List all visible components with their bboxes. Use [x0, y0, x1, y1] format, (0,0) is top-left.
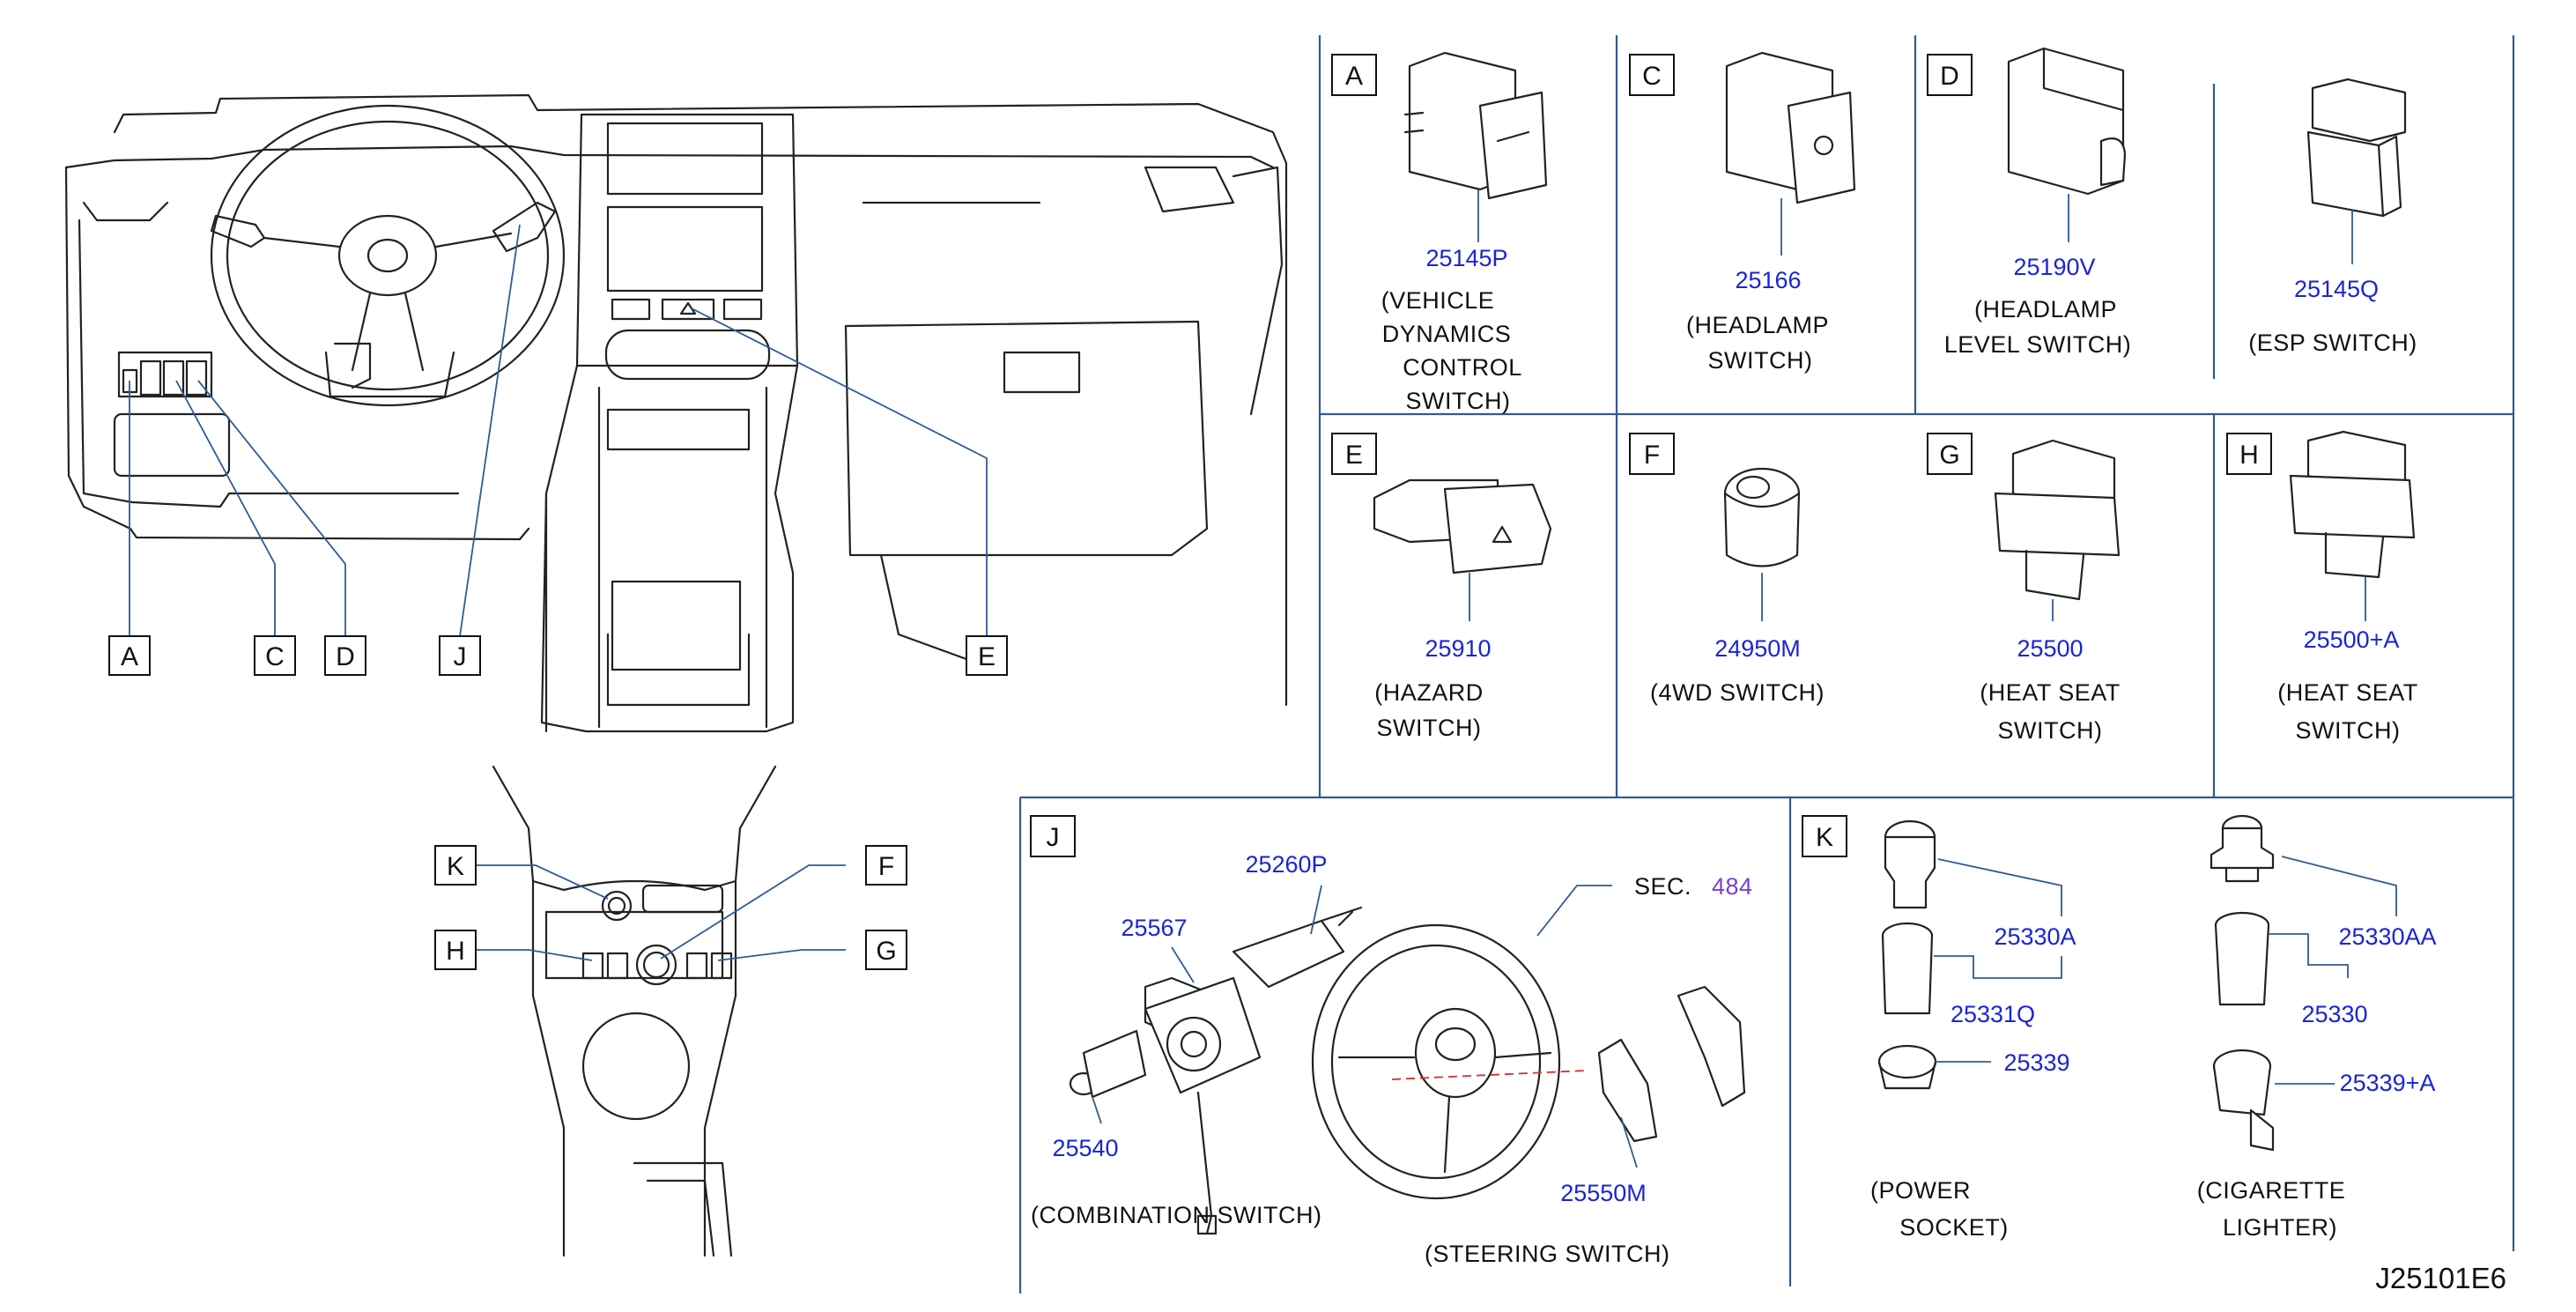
panel-k: K 25330A 25331Q 25339 25330AA [1802, 814, 2437, 1241]
svg-text:SWITCH): SWITCH) [2296, 717, 2401, 744]
svg-text:C: C [265, 642, 285, 671]
svg-text:G: G [1939, 441, 1959, 470]
svg-text:CONTROL: CONTROL [1403, 354, 1522, 381]
svg-text:G: G [876, 937, 896, 966]
vehicle-dynamics-switch-illustration [1403, 51, 1548, 200]
figure-code: J25101E6 [2375, 1262, 2506, 1294]
callout-f: F [865, 845, 907, 886]
svg-text:(HAZARD: (HAZARD [1374, 679, 1484, 706]
svg-text:25567: 25567 [1121, 915, 1187, 941]
svg-text:E: E [978, 642, 996, 671]
panel-g: G 25500 (HEAT SEAT SWITCH) [1927, 433, 2121, 744]
svg-text:E: E [1345, 441, 1363, 470]
4wd-switch-illustration [1723, 467, 1801, 567]
panel-c: C 25166 (HEADLAMP SWITCH) [1629, 51, 1856, 374]
dashboard-leaders [129, 224, 988, 637]
callout-j: J [439, 635, 481, 676]
panel-f: F 24950M (4WD SWITCH) [1629, 433, 1825, 706]
callout-c: C [254, 635, 296, 676]
svg-text:(HEAT SEAT: (HEAT SEAT [2277, 679, 2418, 706]
svg-text:(ESP SWITCH): (ESP SWITCH) [2248, 330, 2417, 356]
heat-seat-switch-h-illustration [2289, 430, 2416, 579]
svg-text:LIGHTER): LIGHTER) [2223, 1214, 2337, 1241]
svg-text:25550M: 25550M [1560, 1180, 1647, 1206]
svg-text:K: K [447, 852, 464, 881]
svg-text:SWITCH): SWITCH) [1377, 715, 1482, 741]
svg-text:H: H [446, 937, 465, 966]
svg-text:25145Q: 25145Q [2294, 276, 2379, 302]
svg-text:484: 484 [1712, 873, 1753, 900]
svg-text:25166: 25166 [1735, 267, 1801, 293]
svg-text:LEVEL SWITCH): LEVEL SWITCH) [1944, 331, 2132, 358]
svg-text:25190V: 25190V [2013, 254, 2095, 280]
svg-text:SWITCH): SWITCH) [1406, 388, 1511, 414]
svg-text:SWITCH): SWITCH) [1708, 347, 1813, 374]
svg-text:25331Q: 25331Q [1951, 1001, 2035, 1027]
svg-text:DYNAMICS: DYNAMICS [1382, 321, 1512, 347]
svg-text:24950M: 24950M [1714, 635, 1801, 662]
dashboard-illustration [64, 93, 1288, 733]
svg-text:(VEHICLE: (VEHICLE [1381, 287, 1495, 314]
steering-wheel-illustration [1311, 923, 1746, 1200]
svg-text:D: D [1940, 62, 1959, 91]
svg-text:(POWER: (POWER [1870, 1177, 1971, 1204]
svg-text:F: F [878, 852, 894, 881]
panel-e: E 25910 (HAZARD SWITCH) [1331, 433, 1552, 741]
panel-d: D 25190V (HEADLAMP LEVEL SWITCH) [1927, 47, 2132, 358]
panel-a: A 25145P (VEHICLE DYNAMICS CONTROL SWITC… [1331, 51, 1548, 414]
svg-text:(HEAT SEAT: (HEAT SEAT [1980, 679, 2121, 706]
svg-text:25145P: 25145P [1425, 245, 1507, 271]
callout-a: A [108, 635, 151, 676]
svg-text:J: J [1047, 823, 1060, 852]
callout-k: K [434, 845, 477, 886]
svg-text:D: D [336, 642, 355, 671]
svg-text:25330A: 25330A [1994, 923, 2076, 950]
svg-text:25500: 25500 [2017, 635, 2083, 662]
heat-seat-switch-g-illustration [1994, 439, 2121, 601]
svg-text:SOCKET): SOCKET) [1899, 1214, 2009, 1241]
svg-text:25330AA: 25330AA [2338, 923, 2436, 950]
svg-text:(STEERING SWITCH): (STEERING SWITCH) [1425, 1241, 1670, 1267]
panel-j: J 25260P 25567 25540 [1030, 815, 1753, 1267]
console-illustration [492, 765, 777, 1257]
headlamp-switch-illustration [1725, 51, 1856, 204]
svg-text:A: A [1345, 62, 1363, 91]
console-leaders [476, 864, 846, 961]
svg-text:25260P: 25260P [1245, 851, 1327, 878]
svg-text:25910: 25910 [1425, 635, 1491, 662]
hazard-switch-illustration [1373, 478, 1552, 574]
combination-switch-illustration [1069, 906, 1363, 1235]
svg-text:25339+A: 25339+A [2340, 1070, 2436, 1096]
svg-text:(CIGARETTE: (CIGARETTE [2197, 1177, 2346, 1204]
svg-text:K: K [1816, 823, 1833, 852]
svg-text:H: H [2239, 441, 2259, 470]
esp-switch-illustration [2306, 78, 2407, 218]
svg-text:J: J [454, 642, 467, 671]
power-socket-illustration [1877, 819, 1937, 1090]
panel-h: H 25500+A (HEAT SEAT SWITCH) [2226, 430, 2418, 744]
headlamp-level-switch-illustration [2007, 47, 2127, 196]
svg-text:SEC.: SEC. [1634, 873, 1691, 900]
svg-text:(COMBINATION SWITCH): (COMBINATION SWITCH) [1031, 1202, 1321, 1228]
svg-text:C: C [1642, 62, 1662, 91]
svg-text:(HEADLAMP: (HEADLAMP [1974, 296, 2117, 322]
svg-text:A: A [121, 642, 138, 671]
svg-text:25500+A: 25500+A [2304, 626, 2400, 653]
callout-d: D [324, 635, 366, 676]
cigarette-lighter-illustration [2210, 814, 2275, 1152]
callout-g: G [865, 930, 907, 970]
svg-text:(HEADLAMP: (HEADLAMP [1686, 312, 1829, 338]
svg-text:F: F [1644, 441, 1660, 470]
callout-e: E [966, 635, 1008, 676]
svg-text:SWITCH): SWITCH) [1998, 717, 2103, 744]
svg-text:25540: 25540 [1052, 1135, 1118, 1161]
svg-text:25330: 25330 [2301, 1001, 2367, 1027]
panel-grid [1018, 35, 2515, 1293]
panel-esp: 25145Q (ESP SWITCH) [2248, 78, 2417, 356]
svg-text:25339: 25339 [2003, 1049, 2069, 1076]
callout-h: H [434, 930, 477, 970]
svg-text:(4WD SWITCH): (4WD SWITCH) [1650, 679, 1825, 706]
